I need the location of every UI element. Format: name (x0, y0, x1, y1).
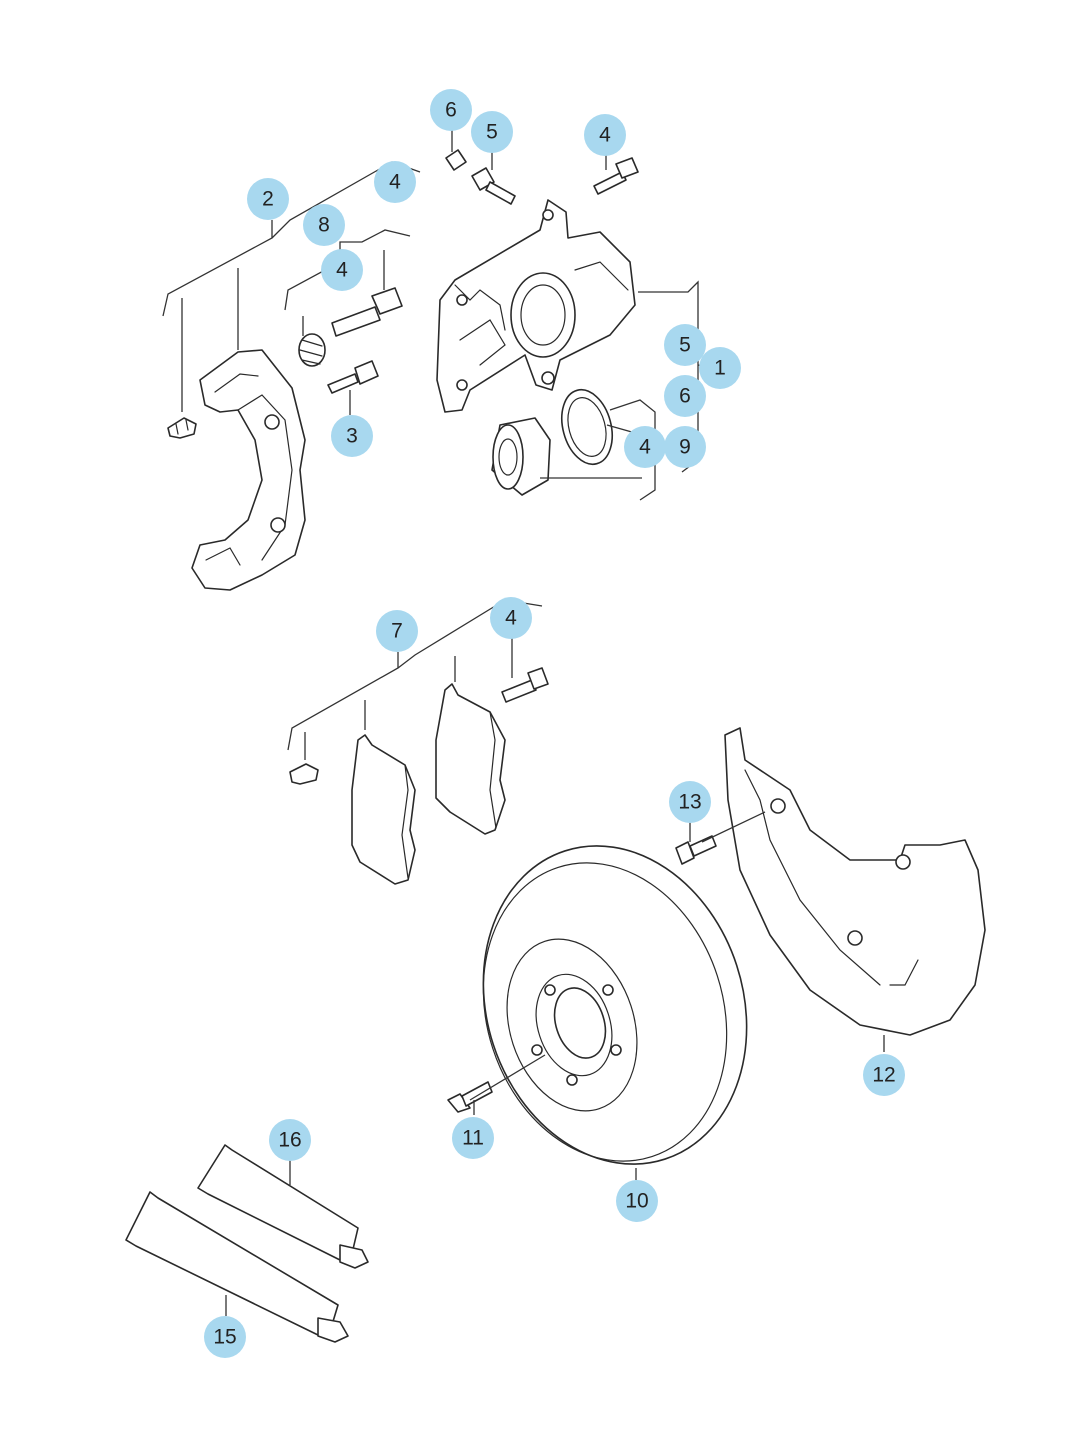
long-guide-bolt (331, 287, 403, 337)
svg-text:12: 12 (872, 1064, 895, 1087)
retaining-clip (167, 417, 197, 439)
callout-4-seal[interactable]: 4 (624, 426, 666, 468)
svg-text:10: 10 (625, 1190, 648, 1213)
svg-text:15: 15 (213, 1326, 236, 1349)
callout-10[interactable]: 10 (616, 1180, 658, 1222)
svg-text:4: 4 (505, 607, 517, 630)
piston-seal (561, 388, 613, 466)
pad-bolt (501, 667, 549, 703)
svg-text:3: 3 (346, 425, 358, 448)
callouts: 1 2 3 4 4 4 4 4 5 5 6 6 7 8 9 10 11 12 1… (204, 89, 905, 1358)
callout-11[interactable]: 11 (452, 1117, 494, 1159)
svg-text:4: 4 (336, 259, 348, 282)
callout-9[interactable]: 9 (664, 426, 706, 468)
callout-12[interactable]: 12 (863, 1054, 905, 1096)
pad-clip (289, 763, 319, 785)
callout-6-top[interactable]: 6 (430, 89, 472, 131)
callout-3[interactable]: 3 (331, 415, 373, 457)
svg-text:4: 4 (599, 124, 611, 147)
callout-6-group[interactable]: 6 (664, 375, 706, 417)
brake-disc (482, 845, 748, 1165)
callout-4-hose[interactable]: 4 (584, 114, 626, 156)
bleeder-cap (445, 149, 467, 171)
callout-5-top[interactable]: 5 (471, 111, 513, 153)
svg-text:7: 7 (391, 620, 403, 643)
callout-4-pad[interactable]: 4 (490, 597, 532, 639)
callout-2[interactable]: 2 (247, 178, 289, 220)
callout-8[interactable]: 8 (303, 204, 345, 246)
guide-bolt (327, 360, 379, 394)
brake-pad-inner (351, 734, 416, 885)
callout-1[interactable]: 1 (699, 347, 741, 389)
grease-tube-16 (197, 1144, 369, 1269)
svg-text:13: 13 (678, 791, 701, 814)
svg-text:11: 11 (462, 1127, 484, 1150)
callout-7[interactable]: 7 (376, 610, 418, 652)
callout-4-bolt[interactable]: 4 (321, 249, 363, 291)
grease-tube-15 (125, 1191, 349, 1343)
caliper-carrier-bracket (191, 349, 306, 591)
brake-pad-outer (435, 683, 506, 835)
svg-text:4: 4 (389, 171, 401, 194)
piston (491, 417, 551, 496)
disc-screw (447, 1081, 493, 1113)
svg-text:6: 6 (679, 385, 691, 408)
hose-bolt (593, 157, 639, 195)
svg-text:4: 4 (639, 436, 651, 459)
svg-text:8: 8 (318, 214, 330, 237)
callout-4-bracket[interactable]: 4 (374, 161, 416, 203)
svg-text:1: 1 (714, 357, 726, 380)
svg-text:9: 9 (679, 436, 691, 459)
callout-16[interactable]: 16 (269, 1119, 311, 1161)
bleeder-screw (471, 167, 516, 205)
brake-caliper (436, 199, 636, 413)
shield-bolt (675, 835, 717, 865)
svg-text:16: 16 (278, 1129, 301, 1152)
svg-text:5: 5 (486, 121, 498, 144)
guide-bushing (298, 333, 326, 367)
callout-5-group[interactable]: 5 (664, 324, 706, 366)
svg-text:5: 5 (679, 334, 691, 357)
splash-shield (724, 727, 986, 1036)
svg-text:2: 2 (262, 188, 274, 211)
callout-15[interactable]: 15 (204, 1316, 246, 1358)
svg-text:6: 6 (445, 99, 457, 122)
callout-13[interactable]: 13 (669, 781, 711, 823)
